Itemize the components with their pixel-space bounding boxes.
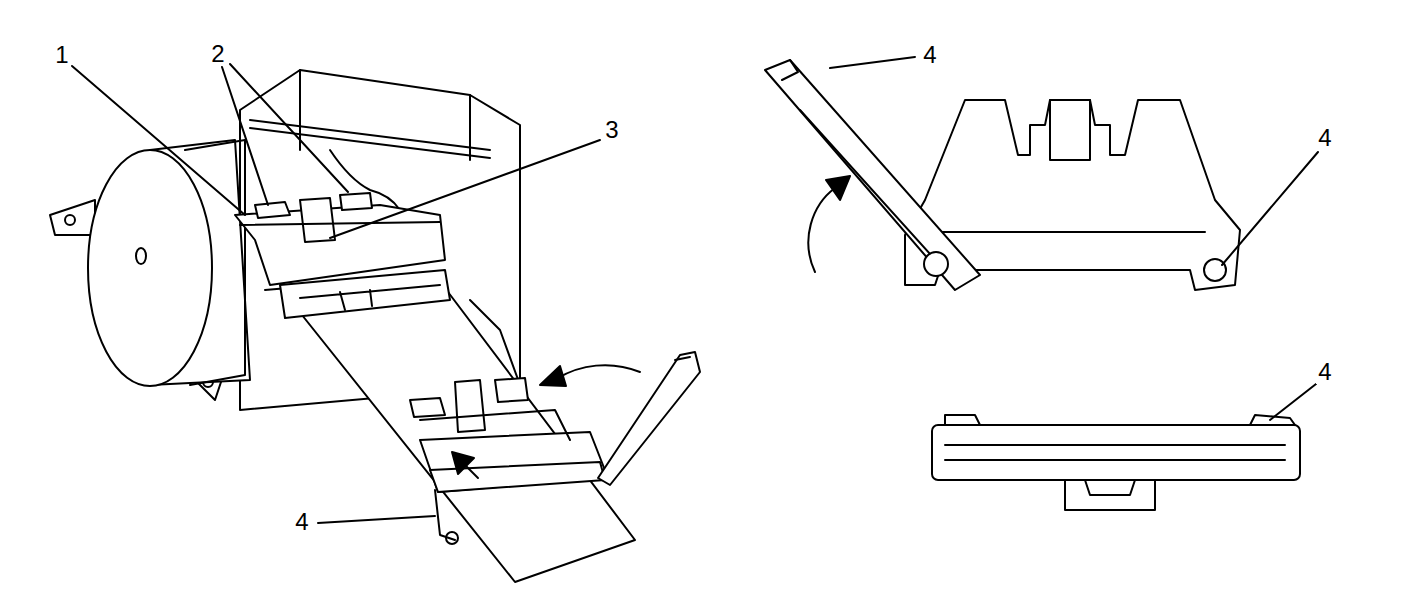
cable-clip-ribs: [300, 285, 440, 310]
connector-tab: [945, 415, 1295, 425]
cable-clip: [280, 270, 450, 318]
housing-edge: [469, 95, 471, 160]
pivot-hole: [1204, 259, 1226, 281]
mount-hole: [65, 215, 75, 225]
arrow-head: [452, 452, 474, 474]
foot-detail: [1085, 480, 1135, 495]
arrow-head: [826, 176, 850, 200]
connector-foot: [1065, 480, 1155, 510]
leader-line: [222, 67, 268, 205]
connector-body: [420, 432, 608, 492]
leader-lines: [72, 57, 1318, 523]
connector-line: [935, 231, 1205, 233]
connector-tab: [340, 193, 372, 210]
connector-latch: [1050, 100, 1090, 160]
leader-line: [318, 516, 435, 523]
connector-tab: [495, 378, 528, 402]
leader-line: [230, 64, 348, 192]
callout-number: 4: [1316, 126, 1333, 150]
callout-number: 1: [53, 43, 70, 67]
ribbon-cable: [280, 270, 635, 582]
connector-lever: [765, 60, 980, 290]
leader-line: [1222, 152, 1318, 265]
blower-motor: [50, 140, 250, 386]
connector-latch: [300, 198, 335, 242]
motion-arrow: [808, 188, 835, 272]
pivot-pin: [446, 532, 458, 544]
connector-line: [945, 445, 1285, 460]
mount-tab: [50, 200, 95, 235]
connector-edge: [420, 410, 570, 440]
callout-number: 4: [1316, 360, 1333, 384]
callout-number: 4: [293, 510, 310, 534]
arrow-head: [540, 366, 566, 386]
leader-line: [72, 66, 245, 215]
connector-loose: [410, 352, 700, 544]
pivot-hole: [924, 252, 948, 276]
callout-number: 2: [209, 42, 226, 66]
housing-detail: [330, 150, 400, 210]
connector-latch: [455, 380, 485, 432]
connector-front-view: [765, 60, 1240, 290]
motor-end-face: [88, 150, 212, 386]
motion-arrow: [558, 365, 640, 378]
leader-line: [1270, 384, 1316, 420]
connector-lever: [598, 352, 700, 485]
connector-side-view: [932, 415, 1300, 510]
lever-hook: [675, 357, 690, 360]
lever-detail: [782, 60, 940, 265]
ribbon-cable-body: [290, 288, 635, 582]
motor-shaft: [136, 248, 146, 264]
callout-number: 3: [603, 118, 620, 142]
connector-tab: [255, 202, 290, 218]
connector-tab: [410, 398, 445, 417]
leader-line: [830, 57, 915, 68]
connector-body: [932, 425, 1300, 480]
leader-line: [330, 140, 600, 238]
motor-flange: [185, 140, 245, 385]
callout-number: 4: [921, 43, 938, 67]
